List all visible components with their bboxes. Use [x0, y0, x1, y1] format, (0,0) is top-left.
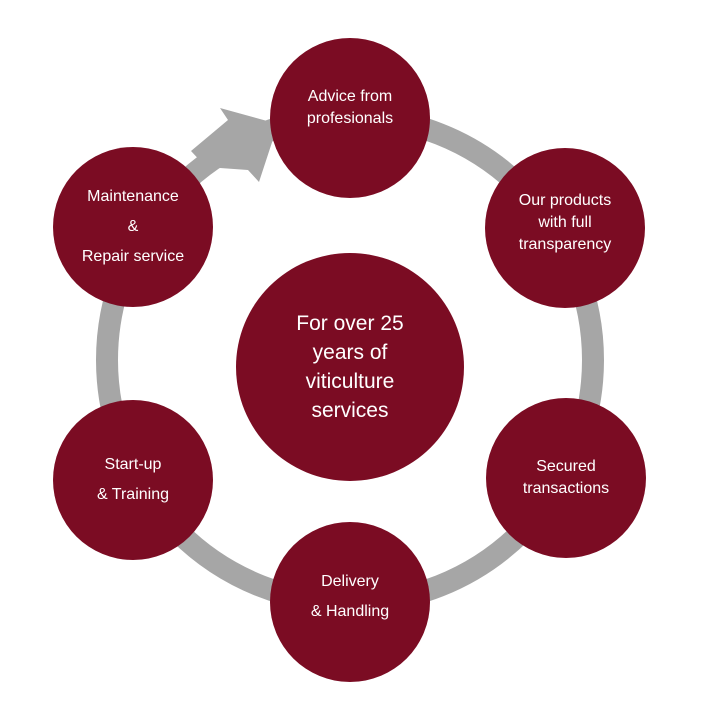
- node-label: Delivery & Handling: [303, 567, 397, 627]
- center-line: services: [311, 399, 389, 422]
- node-line: & Training: [96, 486, 170, 503]
- center-line: years of: [312, 341, 388, 364]
- node-label: Secured transactions: [515, 456, 617, 500]
- node-line: Secured: [536, 458, 596, 475]
- node-products-transparency: Our products with full transparency: [485, 148, 645, 308]
- center-line: viticulture: [305, 370, 395, 393]
- node-startup-training: Start-up & Training: [53, 400, 213, 560]
- node-line: Delivery: [321, 573, 379, 590]
- node-secured-transactions: Secured transactions: [486, 398, 646, 558]
- node-line: Repair service: [81, 248, 185, 265]
- node-line: Advice from: [307, 88, 393, 105]
- node-line: transparency: [518, 236, 612, 253]
- node-advice-from-professionals: Advice from profesionals: [270, 38, 430, 198]
- node-label: Advice from profesionals: [299, 86, 401, 130]
- node-line: Start-up: [104, 456, 162, 473]
- node-line: transactions: [522, 480, 610, 497]
- node-maintenance-repair: Maintenance & Repair service: [53, 147, 213, 307]
- node-line: &: [127, 218, 139, 235]
- node-line: profesionals: [306, 110, 394, 127]
- cycle-arrow-icon: [191, 108, 278, 182]
- node-label: Our products with full transparency: [511, 190, 620, 256]
- node-label: Maintenance & Repair service: [74, 182, 192, 272]
- node-line: & Handling: [310, 603, 390, 620]
- node-line: Our products: [518, 192, 612, 209]
- node-line: with full: [538, 214, 592, 231]
- node-delivery-handling: Delivery & Handling: [270, 522, 430, 682]
- node-line: Maintenance: [87, 188, 179, 205]
- center-line: For over 25: [296, 312, 404, 335]
- center-circle: For over 25 years of viticulture service…: [236, 253, 464, 481]
- node-label: Start-up & Training: [89, 450, 177, 510]
- center-text: For over 25 years of viticulture service…: [288, 309, 411, 425]
